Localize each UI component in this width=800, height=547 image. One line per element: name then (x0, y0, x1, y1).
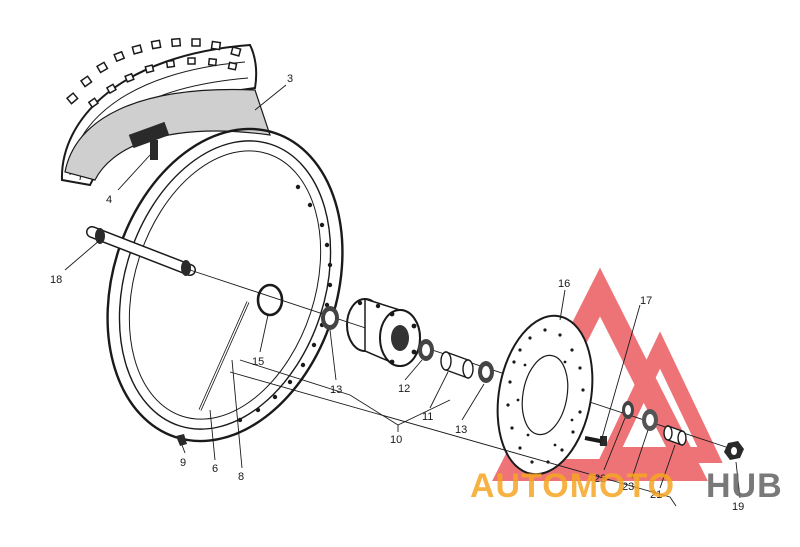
callout-15: 15 (252, 356, 264, 368)
callout-17: 17 (640, 295, 652, 307)
spacer-tube (440, 351, 474, 379)
callout-8: 8 (238, 471, 244, 483)
spoke (198, 301, 250, 411)
rim-spoke-holes (237, 184, 333, 423)
spoke-nipple (176, 434, 187, 446)
brake-disc (496, 314, 594, 476)
hub (346, 297, 421, 368)
seal-17 (622, 401, 634, 419)
spacer-21 (663, 425, 687, 446)
washer (642, 409, 658, 431)
callout-10: 10 (390, 434, 402, 446)
callout-4: 4 (106, 194, 112, 206)
watermark-triangle-small (597, 331, 723, 463)
callout-23: 23 (622, 481, 634, 493)
valve (128, 121, 170, 160)
brake-disc-holes (506, 328, 585, 464)
callout-6: 6 (212, 463, 218, 475)
callout-19: 19 (732, 501, 744, 513)
bearing-right (478, 361, 494, 383)
callout-13-right: 13 (455, 424, 467, 436)
callout-9: 9 (180, 457, 186, 469)
axle (86, 226, 196, 276)
watermark-text: AUTOMOTO HUB (470, 467, 783, 505)
callout-3: 3 (287, 73, 293, 85)
bearing-left (321, 306, 339, 330)
tire-tread (65, 37, 242, 109)
hub-flange-holes (357, 300, 417, 365)
callout-12: 12 (398, 383, 410, 395)
disc-bolt (584, 436, 607, 446)
callout-16: 16 (558, 278, 570, 290)
callout-22: 22 (594, 473, 606, 485)
bearing-12 (418, 339, 434, 361)
seal-ring (256, 283, 284, 317)
callout-11: 11 (422, 411, 433, 423)
tire (60, 37, 271, 187)
axle-nut (724, 441, 744, 460)
callout-21: 21 (650, 489, 662, 501)
callout-18: 18 (50, 274, 62, 286)
watermark-brand-part1: AUTOMOTO (470, 467, 675, 505)
watermark-brand-part2: HUB (706, 467, 783, 505)
callout-labels: 3 4 18 15 13 12 11 13 10 16 17 22 23 21 … (50, 73, 744, 513)
leader-lines (64, 84, 741, 507)
callout-13-left: 13 (330, 384, 342, 396)
